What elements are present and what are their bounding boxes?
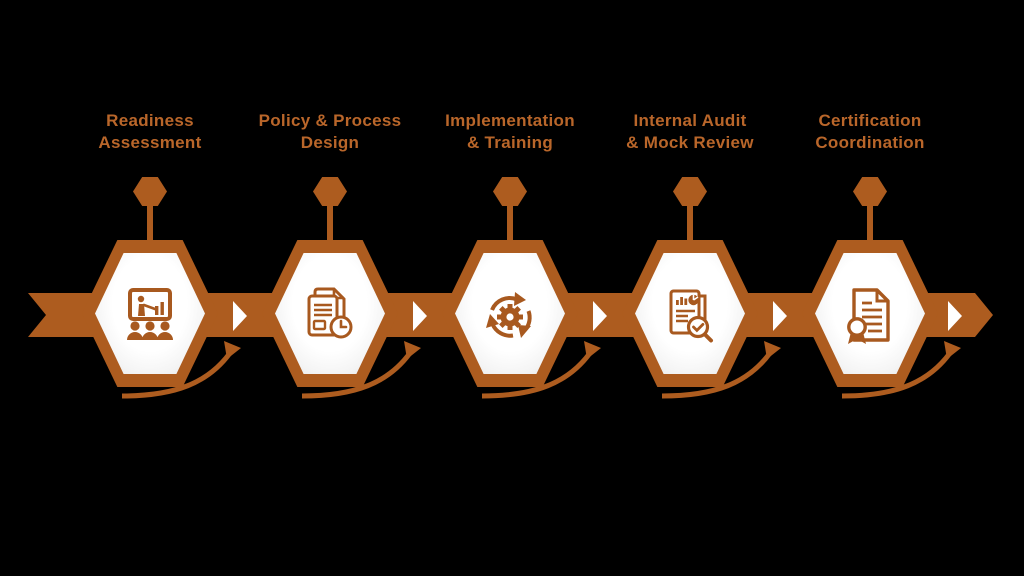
step-title: Internal Audit & Mock Review (626, 111, 754, 152)
step-title: Policy & Process Design (258, 111, 402, 152)
swoosh-arrow-icon (301, 351, 413, 399)
mini-hexagon (853, 177, 887, 206)
step-caption (52, 421, 248, 457)
step-implementation-training: Implementation & Training (420, 0, 600, 576)
swoosh-arrowheads (224, 341, 961, 359)
step-policy-process-design: Policy & Process Design (240, 0, 420, 576)
step-certification-coordination: Certification Coordination (780, 0, 960, 576)
step-caption (232, 421, 428, 457)
chevron-right-icon (593, 301, 607, 331)
mini-hexagon (673, 177, 707, 206)
chevron-right-icon (948, 301, 962, 331)
swoosh-arrows (121, 351, 953, 399)
step-internal-audit-mock-review: Internal Audit & Mock Review (600, 0, 780, 576)
audit-report-icon (669, 289, 713, 343)
chevron-right-icon (233, 301, 247, 331)
connector-stem (687, 204, 693, 244)
step-caption (772, 421, 968, 457)
connector-stem (867, 204, 873, 244)
connector-stem (147, 204, 153, 244)
document-clock-icon (307, 287, 353, 339)
swoosh-arrow-icon (661, 351, 773, 399)
step-caption (412, 421, 608, 457)
mini-hexagon (313, 177, 347, 206)
step-title: Certification Coordination (815, 111, 925, 152)
chevron-right-icon (413, 301, 427, 331)
step-readiness-assessment: Readiness Assessment (60, 0, 240, 576)
chevron-right-icon (773, 301, 787, 331)
connector-stem (507, 204, 513, 244)
connector-stem (327, 204, 333, 244)
mini-hexagon (133, 177, 167, 206)
swoosh-arrow-icon (841, 351, 953, 399)
step-caption (592, 421, 788, 457)
presentation-icon (127, 288, 173, 340)
swoosh-arrow-icon (121, 351, 233, 399)
mini-hexagon (493, 177, 527, 206)
step-title: Readiness Assessment (98, 111, 202, 152)
step-title: Implementation & Training (445, 111, 575, 152)
gear-cycle-icon (486, 292, 532, 338)
certificate-icon (847, 288, 890, 344)
swoosh-arrow-icon (481, 351, 593, 399)
